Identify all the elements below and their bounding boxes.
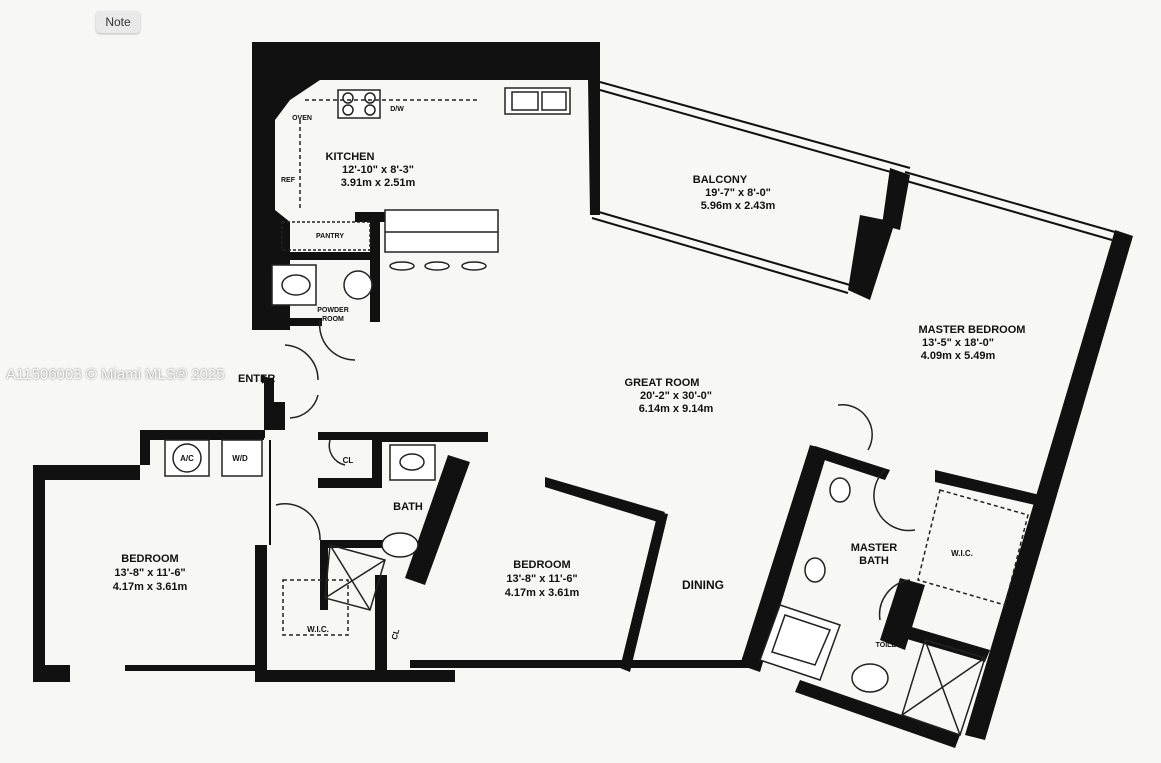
powder-room-label: POWDER: [317, 307, 349, 314]
toilet-room-label: TOILET: [876, 642, 901, 649]
bedroom-left-dim-ft: 13'-8" x 11'-6": [114, 567, 185, 579]
master-bedroom-label: MASTER BEDROOM: [919, 324, 1026, 336]
ac-label: A/C: [180, 454, 194, 463]
balcony-label: BALCONY: [693, 174, 748, 186]
great-room-dim-ft: 20'-2" x 30'-0": [640, 390, 712, 402]
dishwasher-label: D/W: [390, 106, 404, 113]
great-room-dim-m: 6.14m x 9.14m: [639, 403, 714, 415]
fixture-labels: OVEN REF D/W A/C W/D CL CL W.I.C. W.I.C.…: [180, 106, 973, 649]
bedroom-left-label: BEDROOM: [121, 553, 178, 565]
note-button[interactable]: Note: [96, 11, 140, 33]
wic-master-label: W.I.C.: [951, 549, 973, 558]
mls-watermark: A11506003 © Miami MLS® 2025: [6, 366, 225, 383]
powder-room-label-2: ROOM: [322, 316, 344, 323]
master-bedroom-dim-ft: 13'-5" x 18'-0": [922, 337, 994, 349]
walls: [33, 42, 1133, 748]
entry-arrow-icon: ▶: [261, 373, 271, 385]
entry-label: ENTER: [238, 373, 275, 385]
dining-label: DINING: [682, 578, 724, 592]
door-swings: [275, 319, 916, 621]
master-bath-label: MASTER: [851, 542, 898, 554]
bedroom-center-dim-m: 4.17m x 3.61m: [505, 587, 580, 599]
window-lines: [125, 81, 1116, 671]
refrigerator-label: REF: [281, 177, 296, 184]
wic-left-label: W.I.C.: [307, 625, 329, 634]
room-labels: KITCHEN 12'-10" x 8'-3" 3.91m x 2.51m BA…: [113, 151, 1026, 599]
bedroom-center-dim-ft: 13'-8" x 11'-6": [506, 573, 577, 585]
balcony-dim-ft: 19'-7" x 8'-0": [705, 187, 771, 199]
kitchen-label: KITCHEN: [326, 151, 375, 163]
closet-hall-label: CL: [343, 456, 354, 465]
bedroom-left-dim-m: 4.17m x 3.61m: [113, 581, 188, 593]
kitchen-fixtures: [271, 87, 571, 306]
closet-bedroom-label: CL: [390, 628, 401, 641]
kitchen-dim-m: 3.91m x 2.51m: [341, 177, 416, 189]
bath-label: BATH: [393, 501, 423, 513]
washer-dryer-label: W/D: [232, 454, 248, 463]
master-bath-label-2: BATH: [859, 555, 889, 567]
kitchen-dim-ft: 12'-10" x 8'-3": [342, 164, 414, 176]
pantry-label: PANTRY: [316, 233, 344, 240]
great-room-label: GREAT ROOM: [625, 377, 700, 389]
balcony-dim-m: 5.96m x 2.43m: [701, 200, 776, 212]
oven-label: OVEN: [292, 115, 312, 122]
master-bedroom-dim-m: 4.09m x 5.49m: [921, 350, 996, 362]
bedroom-center-label: BEDROOM: [513, 559, 570, 571]
bath-fixtures: [164, 439, 1029, 736]
